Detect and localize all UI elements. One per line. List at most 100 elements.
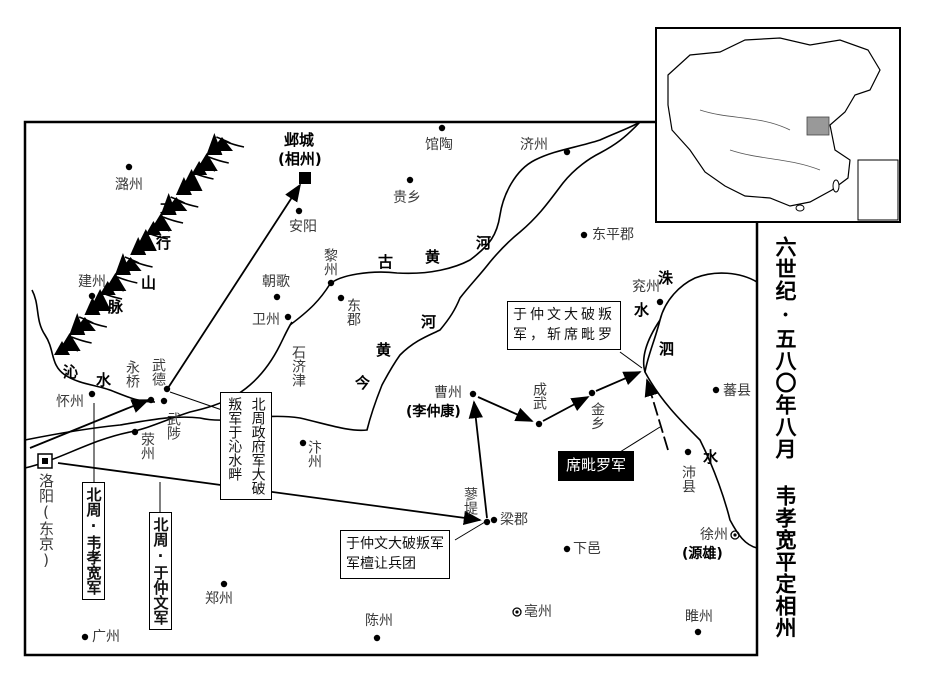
label-shijijin: 石济津 [290,345,306,387]
label-oldyellow-2: 黄 [425,248,441,266]
place-dot [406,176,414,184]
callout-text: 叛军于沁水畔 [226,397,243,481]
callout-text: 军，斩席毗罗 [513,327,615,344]
place-dot [160,397,168,405]
place-dot [125,163,133,171]
place-dot [712,386,720,394]
label-chaoge: 朝歌 [262,274,290,290]
prefecture-markers [512,530,740,617]
pointer [619,351,643,369]
label-luzhou: 潞州 [115,177,143,193]
label-taihang-2: 行 [156,234,172,252]
mountain-ridge [71,336,92,344]
place-dot [373,634,381,642]
mountain-ridge [208,156,229,164]
label-yongqiao: 永桥 [124,360,140,388]
inset-highlight [806,116,830,136]
place-dot [220,580,228,588]
map-frame [23,120,759,657]
mountain-peak [150,213,173,231]
capital-marker-yecheng [299,172,311,184]
label-guangzhou: 广州 [92,629,120,645]
label-taihang-4: 脉 [108,298,124,316]
bozhou-marker [515,610,519,614]
mountain-peak [165,197,188,211]
label-si-shui: 水 [703,448,719,466]
mountain-peak [195,153,218,171]
label-zhengzhou: 郑州 [205,591,233,607]
place-dot [295,207,303,215]
callout-text: 军檀让兵团 [346,556,416,573]
place-dot [694,628,702,636]
mountain-peak [134,229,157,251]
mountain-ridge [117,276,138,284]
label-yanzhou: 兖州 [632,279,660,295]
label-dongpingjun: 东平郡 [592,227,634,243]
route-luoyang-wude [29,399,150,449]
mountain-peak [89,289,112,311]
label-wuzhi: 武陟 [165,412,181,440]
label-caozhou: 曹州 [434,385,462,401]
label-qin-2: 水 [96,371,112,389]
taihang-mountains [54,133,245,355]
mountain-ridge [86,320,108,328]
label-lizhou: 黎州 [322,248,338,276]
label-lizhongkang: (李仲康) [406,404,461,420]
place-dot [563,545,571,553]
route-chengwu-jinxiang [542,396,590,422]
label-si: 泗 [659,340,675,358]
label-jianzhou: 建州 [78,274,106,290]
label-jizhou: 济州 [520,137,548,153]
place-dot [81,633,89,641]
label-ximiluo-army: 席毗罗军 [558,451,635,481]
pointer [169,391,223,411]
inset-china-map [655,27,901,223]
label-oldyellow-1: 古 [378,253,394,271]
label-oldyellow-3: 河 [476,234,492,252]
label-xuzhou: 徐州 [700,527,728,543]
callout-text: 北周政府军大破 [249,397,266,495]
mountain-ridge [178,200,199,208]
place-dot [88,292,96,300]
label-dongjun: 东郡 [345,298,361,326]
label-luoyang: 洛阳(东京) [37,473,55,569]
label-zhu-shui: 水 [634,301,650,319]
label-yuanxiong: (源雄) [682,546,723,562]
pointer [619,426,661,453]
place-dot [299,439,307,447]
label-suizhou: 睢州 [685,609,713,625]
place-dot [327,279,335,287]
mountain-peak [211,137,233,151]
rivers [24,121,758,549]
capital-marker-luoyang-core [42,458,48,464]
place-dot [131,428,139,436]
route-caozhou-chengwu [477,396,534,422]
label-jinxiang: 金乡 [589,402,605,430]
label-liangjun: 梁郡 [500,512,528,528]
map-title-line1: 六世纪·五八〇年八月 [773,236,798,460]
label-xiayi: 下邑 [573,541,601,557]
callout-ximiluo-defeat: 于仲文大破叛 军，斩席毗罗 [507,301,621,350]
label-peixian: 沛县 [680,465,696,493]
place-dot [684,448,692,456]
si-river-west [642,319,661,373]
place-dot [88,390,96,398]
mountain-peak [104,273,127,291]
route-ximiluo [644,378,669,451]
label-huaizhou: 怀州 [56,394,84,410]
callout-tanrang: 于仲文大破叛军 军檀让兵团 [340,530,450,579]
label-newyellow-2: 黄 [376,341,392,359]
callout-text: 于仲文大破叛 [513,307,615,323]
map-title-line2: 韦孝宽平定相州 [773,485,798,639]
label-liaodi: 蓼堤 [462,487,478,515]
route-jinxiang-si [595,371,642,392]
place-dot [273,293,281,301]
label-xiangzhou: (相州) [278,150,322,168]
label-taihang-1: 太 [160,198,176,216]
label-guantao: 馆陶 [425,137,453,153]
place-dot [147,396,155,404]
label-xingzhou: 荥州 [139,432,155,460]
place-dot [483,518,491,526]
